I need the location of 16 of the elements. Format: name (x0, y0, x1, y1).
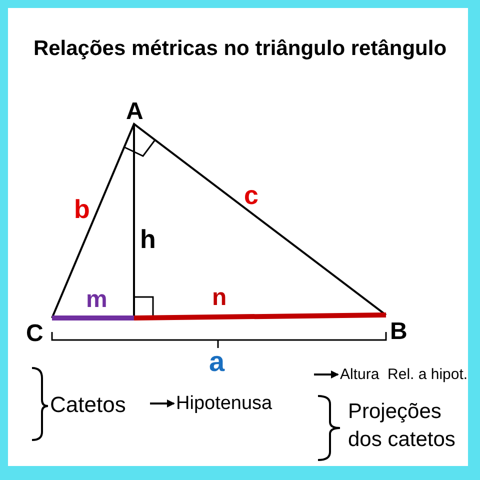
projection-label: m (86, 288, 108, 312)
projection-label: n (212, 286, 227, 310)
side-label: a (209, 348, 225, 376)
projection-term: Projeções dos catetos (348, 399, 456, 454)
height-label: h (140, 226, 156, 252)
side-label: c (244, 182, 258, 208)
vertex-label: A (126, 100, 144, 124)
side-label: b (74, 196, 90, 222)
title: Relações métricas no triângulo retângulo (32, 38, 448, 59)
arrow (314, 370, 339, 378)
vertex-label: B (390, 320, 408, 344)
leg-term: Catetos (50, 394, 126, 416)
altitude-term: Altura Rel. a hipot. (340, 367, 468, 382)
hypotenuse-term: Hipotenusa (176, 394, 272, 413)
arrow (150, 400, 175, 408)
vertex-label: C (26, 322, 44, 346)
